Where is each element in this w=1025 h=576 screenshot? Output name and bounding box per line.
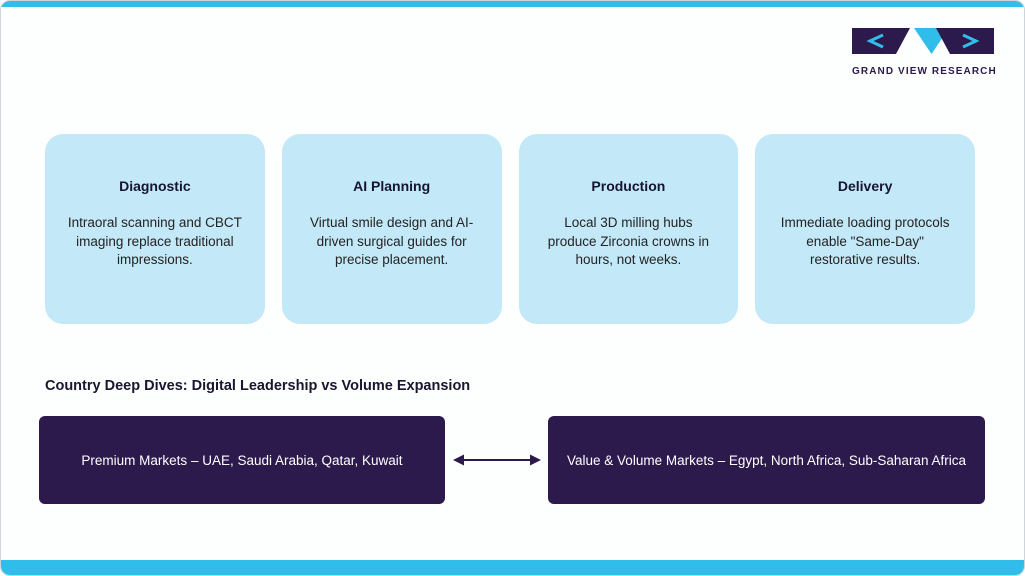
process-card-ai-planning: AI Planning Virtual smile design and AI-… [281,134,502,324]
process-card-row: Diagnostic Intraoral scanning and CBCT i… [45,134,975,324]
process-card-delivery: Delivery Immediate loading protocols ena… [755,134,975,324]
top-accent-bar [1,1,1024,7]
market-comparison-row: Premium Markets – UAE, Saudi Arabia, Qat… [39,416,985,504]
card-description: Virtual smile design and AI-driven surgi… [309,215,474,268]
section-heading: Country Deep Dives: Digital Leadership v… [45,378,471,394]
value-volume-markets-label: Value & Volume Markets – Egypt, North Af… [567,452,966,468]
process-card-diagnostic: Diagnostic Intraoral scanning and CBCT i… [45,134,265,324]
comparison-arrow-wrap [445,450,548,470]
process-card-production: Production Local 3D milling hubs produce… [518,134,739,324]
card-description: Local 3D milling hubs produce Zirconia c… [547,215,710,268]
double-arrow-icon [452,454,541,466]
card-description: Immediate loading protocols enable "Same… [780,215,950,268]
card-description: Intraoral scanning and CBCT imaging repl… [67,215,242,268]
card-title: AI Planning [353,178,431,194]
card-title: Delivery [837,178,893,194]
card-title: Production [591,178,666,194]
premium-markets-label: Premium Markets – UAE, Saudi Arabia, Qat… [81,452,403,468]
card-title: Diagnostic [119,178,191,194]
grand-view-research-logo-icon [852,28,994,54]
premium-markets-box: Premium Markets – UAE, Saudi Arabia, Qat… [39,416,445,504]
value-volume-markets-box: Value & Volume Markets – Egypt, North Af… [548,416,985,504]
bottom-accent-bar [1,560,1024,575]
brand-logo-text: GRAND VIEW RESEARCH [852,66,997,77]
brand-logo: GRAND VIEW RESEARCH [852,27,997,77]
